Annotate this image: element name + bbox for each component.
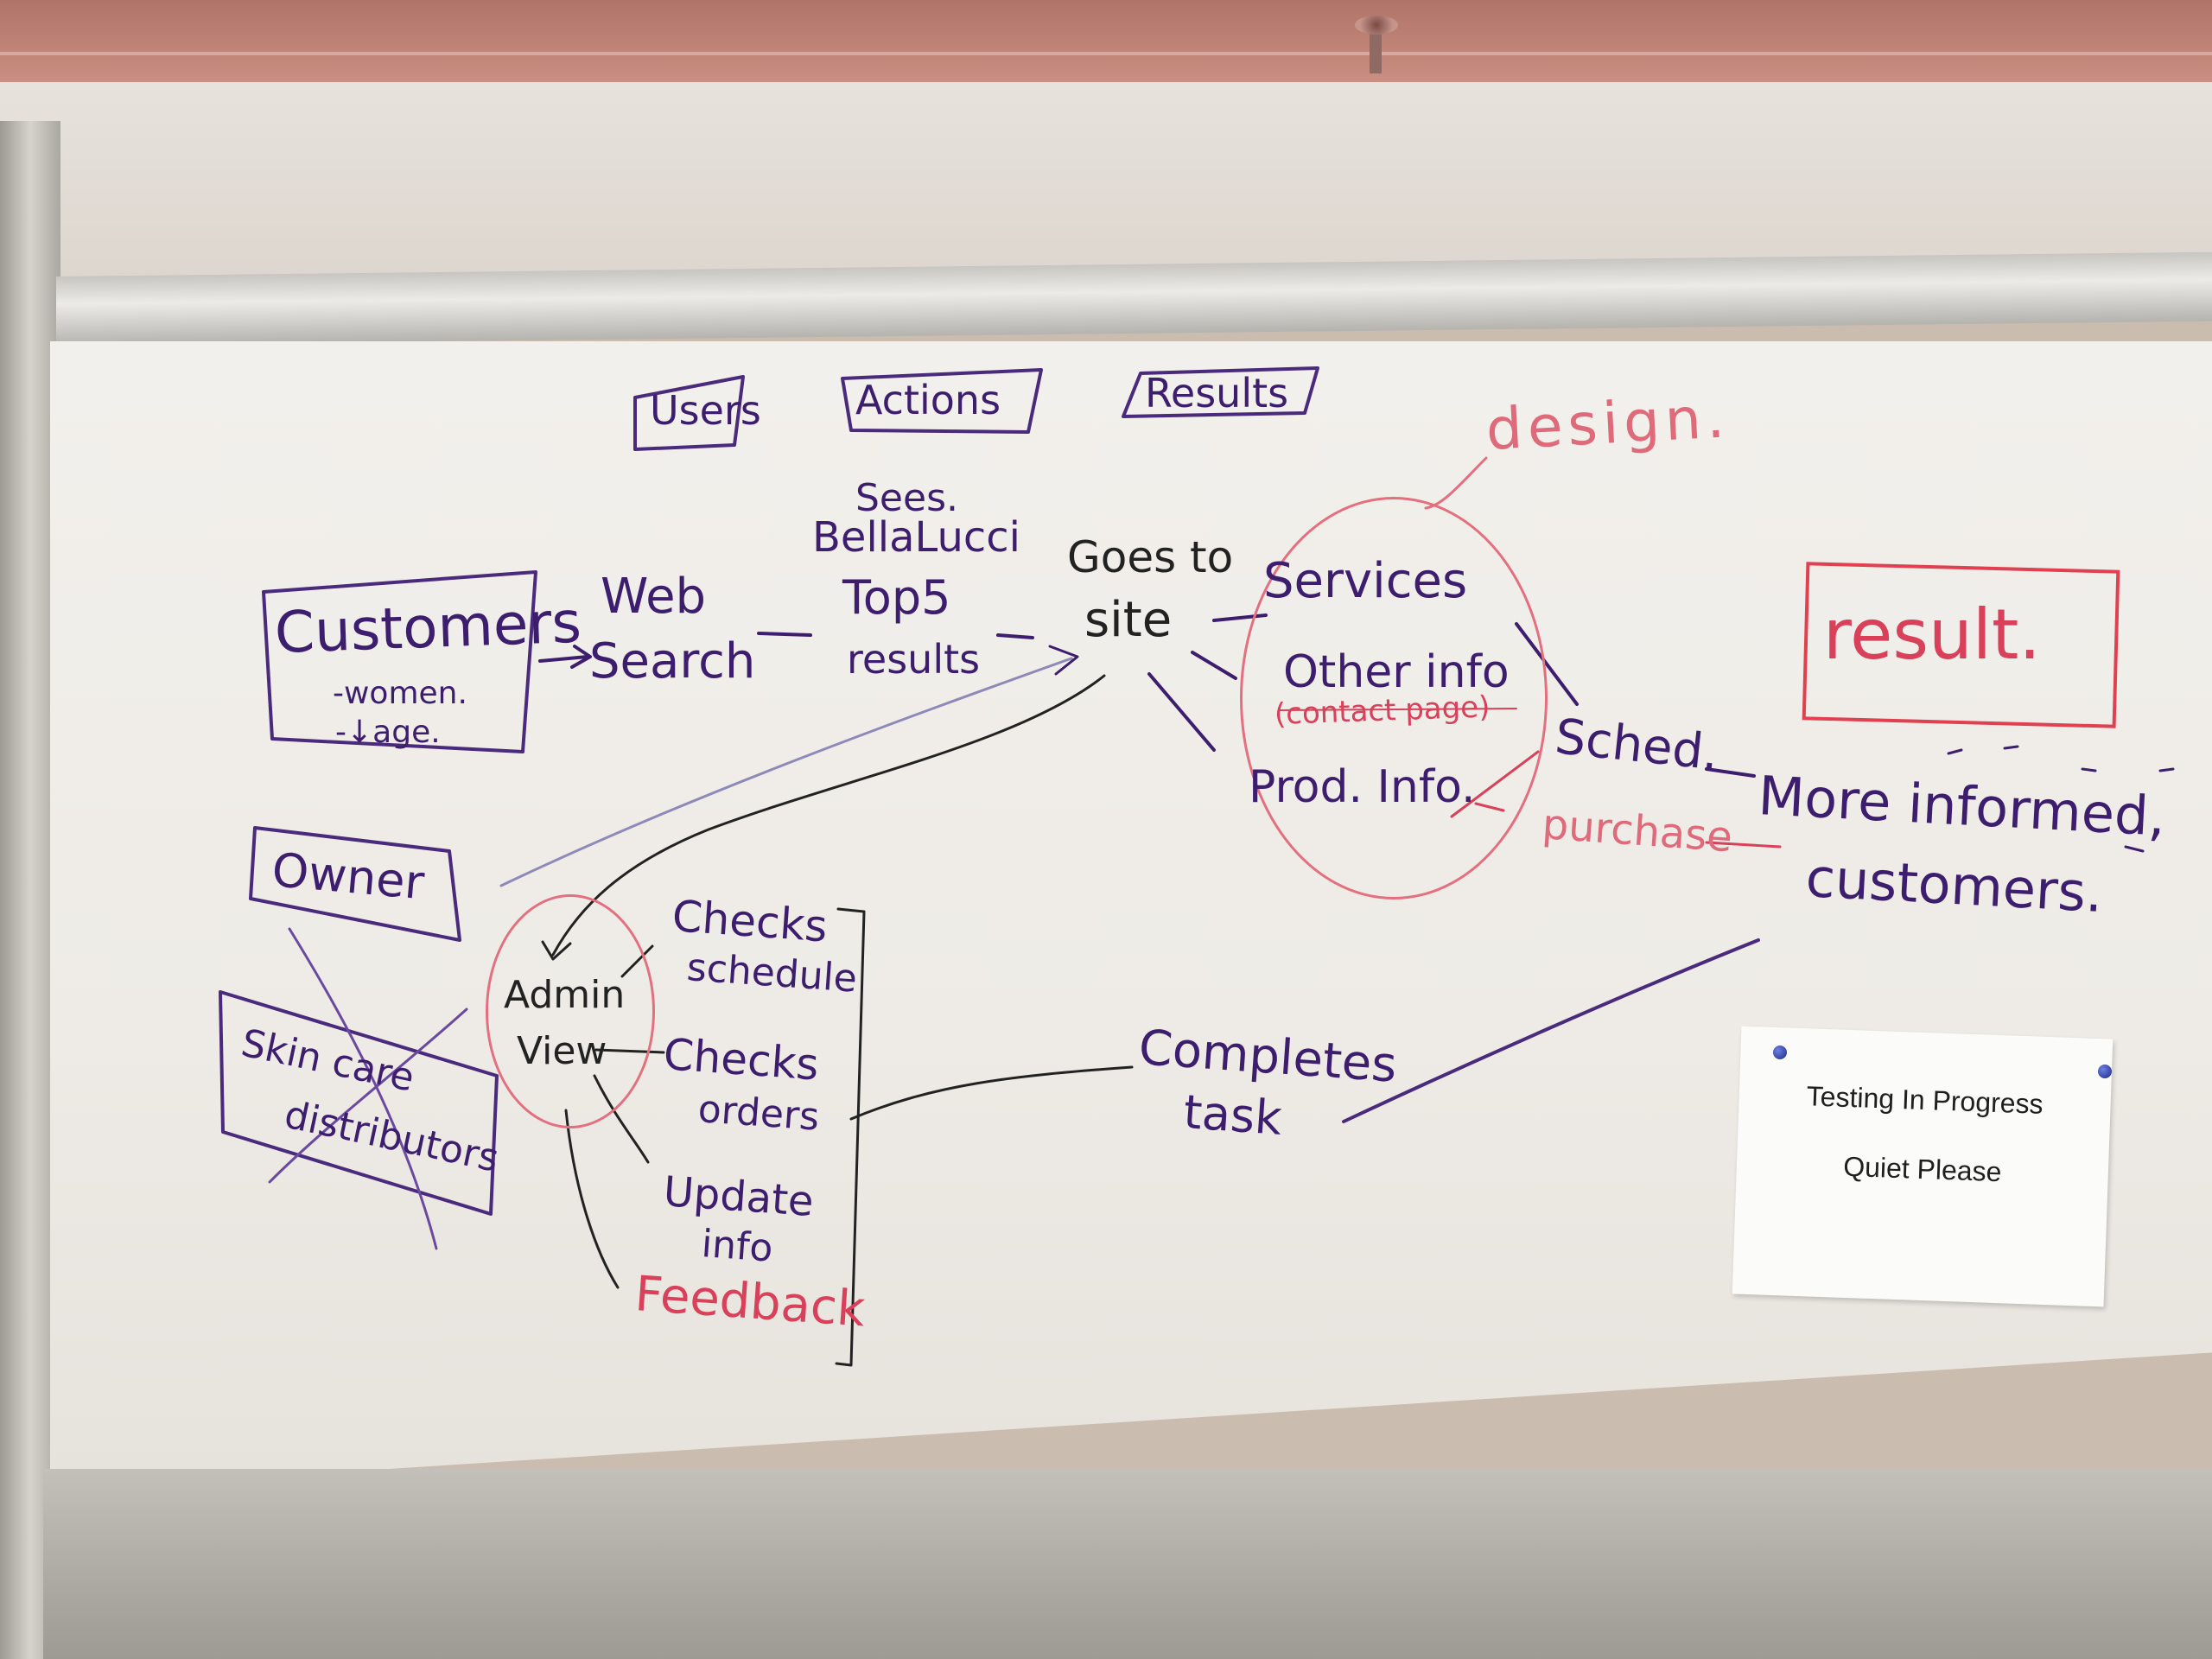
dash-sched-more <box>1705 767 1756 778</box>
line-to-feedback <box>564 1109 620 1289</box>
dash-sees-goes <box>996 633 1034 639</box>
admin-view-ellipse <box>486 894 655 1128</box>
header-results: Results <box>1145 370 1289 416</box>
sees-label: Sees. <box>855 476 958 520</box>
sign-line2: Quiet Please <box>1842 1150 2003 1188</box>
line-to-result <box>1342 938 1760 1123</box>
line-to-completes <box>849 1065 1134 1121</box>
whiteboard <box>50 341 2212 1491</box>
arrowhead <box>570 645 592 669</box>
sign-line1: Testing In Progress <box>1806 1080 2044 1120</box>
task-label: task <box>1181 1084 1284 1146</box>
services-label: Services <box>1263 553 1468 609</box>
result-label: result. <box>1823 594 2041 675</box>
customers-age: -↓age. <box>335 715 441 750</box>
skincare-cross-2 <box>268 1007 468 1184</box>
arrow-to-web-search <box>538 655 589 663</box>
pushpin-icon <box>1773 1046 1787 1059</box>
pushpin-icon <box>2098 1065 2112 1078</box>
bellalucci-label: BellaLucci <box>812 513 1020 562</box>
view-label: View <box>517 1029 607 1073</box>
testing-sign: Testing In Progress Quiet Please <box>1732 1026 2113 1307</box>
header-users: Users <box>650 387 761 434</box>
purchase-label: purchase <box>1541 800 1734 862</box>
informed-dashes <box>1947 745 2175 853</box>
prod-info-label: Prod. Info. <box>1249 761 1476 813</box>
sprinkler-icon <box>1355 16 1398 35</box>
design-label: design. <box>1484 384 1732 463</box>
skincare-cross-1 <box>288 927 438 1250</box>
admin-label: Admin <box>504 973 626 1017</box>
site-label: site <box>1084 592 1173 648</box>
owner-box <box>249 826 461 942</box>
skincare-box <box>219 990 499 1216</box>
top5-label: Top5 <box>842 570 951 625</box>
design-pointer <box>1424 456 1488 510</box>
customers-box <box>262 570 537 753</box>
checks-schedule-line1: Checks <box>670 891 830 952</box>
web-label: Web <box>601 569 707 625</box>
bracket <box>835 907 866 1367</box>
results-label: results <box>847 636 981 683</box>
actions-box <box>841 368 1043 434</box>
line-to-other-info <box>1191 651 1237 680</box>
site-to-admin-line <box>551 674 1106 957</box>
customers-women: -women. <box>333 676 467 711</box>
ceiling-tile-seam <box>0 52 2212 55</box>
other-info-label: Other info <box>1283 646 1510 698</box>
customers-result-label: customers. <box>1804 846 2105 925</box>
owner-label: Owner <box>270 842 427 911</box>
whiteboard-bottom-frame <box>43 1469 2212 1659</box>
search-label: Search <box>589 633 756 690</box>
owner-to-site-line <box>499 657 1073 887</box>
contact-page-label: (contact page) <box>1274 690 1491 732</box>
checks-orders-line2: orders <box>696 1087 821 1140</box>
results-box <box>1122 366 1319 418</box>
users-box <box>633 375 745 451</box>
checks-orders-line1: Checks <box>661 1029 821 1090</box>
checks-schedule-line2: schedule <box>685 945 859 1001</box>
update-info-line1: Update <box>662 1167 816 1227</box>
goes-to-label: Goes to <box>1067 532 1234 582</box>
customers-title: Customers <box>273 588 583 666</box>
header-actions: Actions <box>855 377 1001 423</box>
services-ellipse <box>1240 497 1548 899</box>
line-to-prod-info <box>1147 672 1216 752</box>
arrowhead <box>1048 645 1079 676</box>
cubicle-wall-top <box>0 82 2212 281</box>
sprinkler-stem <box>1370 30 1382 73</box>
dash-web-sees <box>757 632 812 637</box>
purchase-to-more <box>1705 841 1782 849</box>
update-info-line2: info <box>700 1222 775 1271</box>
